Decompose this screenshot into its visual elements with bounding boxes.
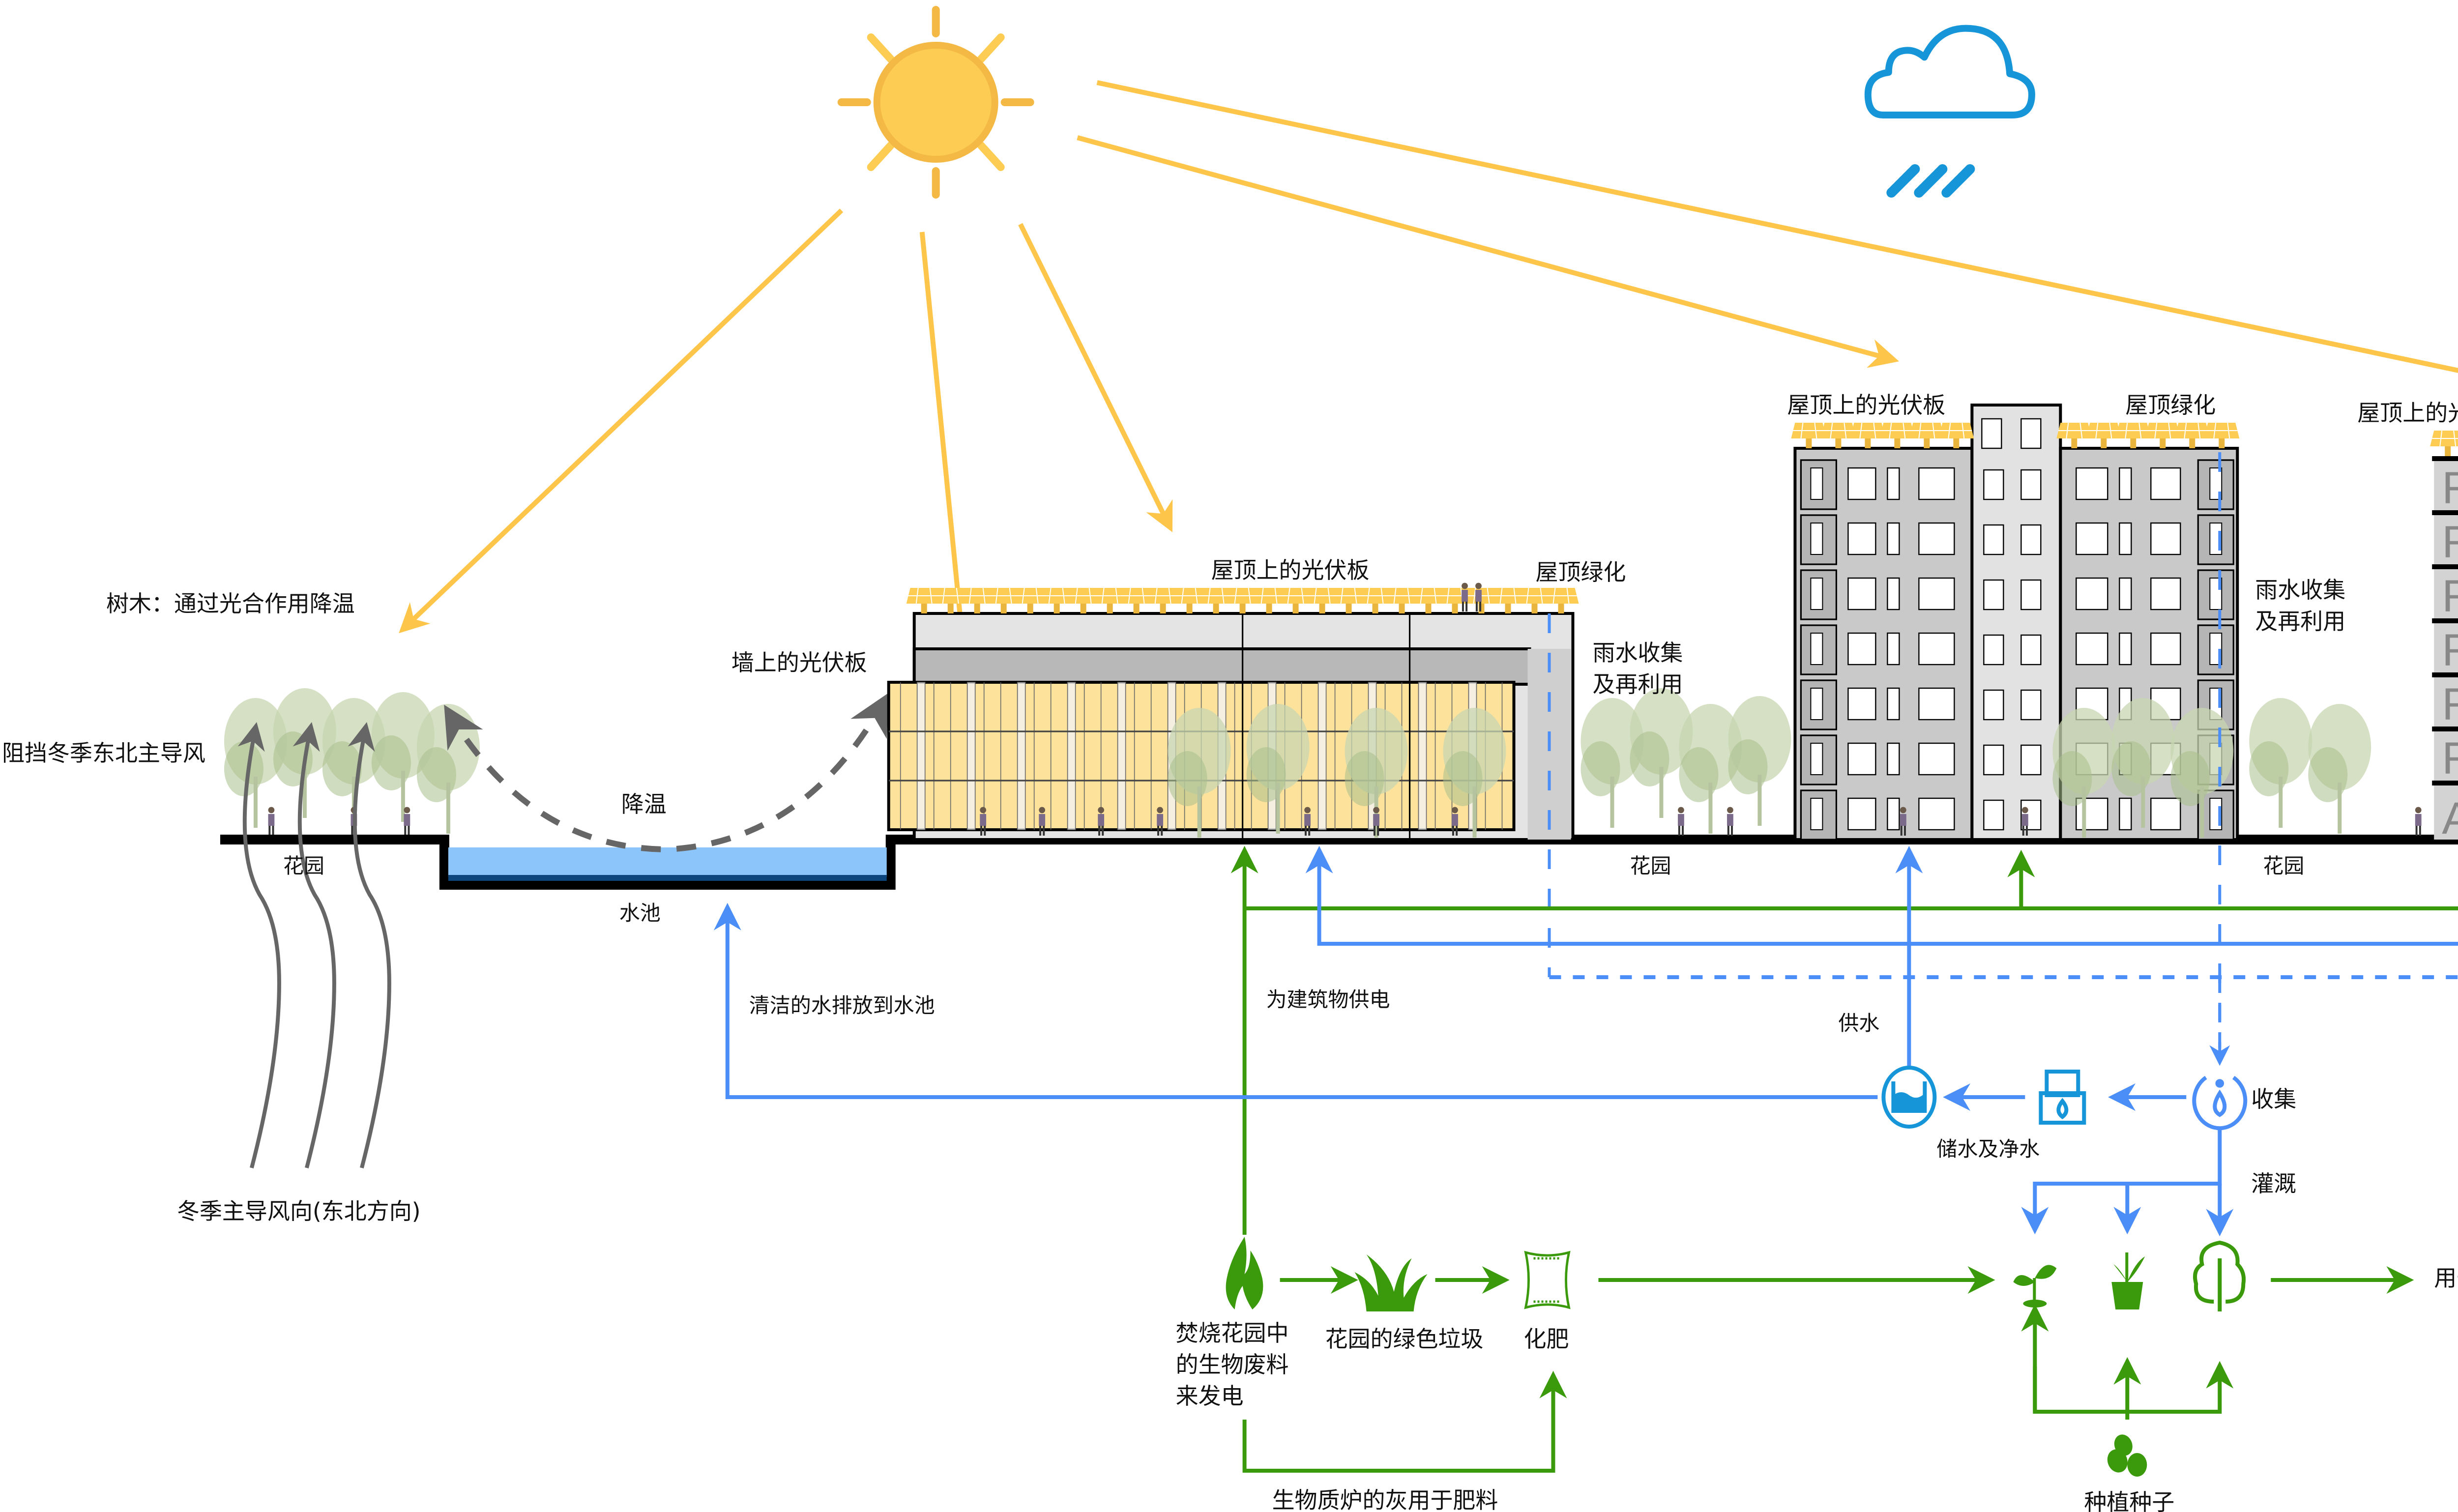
residential-floor-label: RESIDENTIAL — [2442, 679, 2458, 729]
flame-icon — [1226, 1237, 1263, 1309]
label-biomass-3: 来发电 — [1176, 1383, 1244, 1409]
water-drop-icon — [2192, 1076, 2248, 1131]
pv-panel-icon — [1908, 422, 1946, 449]
label-green-waste: 花园的绿色垃圾 — [1325, 1326, 1484, 1352]
ray-to-roof-2 — [1077, 135, 1899, 368]
pv-panel-icon — [1937, 422, 1975, 449]
residential-floor-label: RESIDENTIAL — [2442, 517, 2458, 567]
pv-panel-icon — [2144, 422, 2182, 449]
winter-wind-arrows — [237, 722, 391, 1169]
label-b1-roof-pv: 屋顶上的光伏板 — [1211, 557, 1370, 583]
pv-panel-icon — [2429, 430, 2458, 457]
label-b2-rain-2: 及再利用 — [2255, 608, 2345, 635]
pv-panel-icon — [2085, 422, 2123, 449]
label-irrigation: 灌溉 — [2251, 1170, 2296, 1197]
ray-to-roof-1 — [1018, 223, 1173, 532]
label-water-supply: 供水 — [1838, 1011, 1879, 1035]
pv-panel-icon — [1849, 422, 1887, 449]
label-trees-cooling: 树木：通过光合作用降温 — [106, 590, 355, 617]
cloud-rain-icon — [1864, 25, 2035, 198]
sun-rays — [399, 80, 2458, 674]
seedling-icon — [2013, 1265, 2057, 1308]
label-biomass-2: 的生物废料 — [1176, 1351, 1289, 1378]
pond — [448, 847, 887, 881]
pv-panel-icon — [1790, 422, 1828, 449]
ray-to-trees — [399, 208, 844, 634]
pv-panel-icon — [1819, 422, 1857, 449]
pv-panel-icon — [1878, 422, 1916, 449]
label-b1-rain-1: 雨水收集 — [1592, 640, 1683, 666]
label-b1-roof-green: 屋顶绿化 — [1536, 559, 1626, 585]
label-block-wind: 阻挡冬季东北主导风 — [2, 740, 205, 766]
water-supply-lines — [713, 845, 2458, 1237]
label-power-buildings: 为建筑物供电 — [1266, 988, 1390, 1012]
label-b1-rain-2: 及再利用 — [1592, 671, 1683, 698]
garden-trees-left — [224, 688, 480, 836]
label-garden-right: 花园 — [2263, 854, 2304, 878]
residential-floor-label: RESIDENTIAL — [2442, 571, 2458, 621]
label-garden-mid: 花园 — [1630, 854, 1671, 878]
label-collect: 收集 — [2251, 1086, 2296, 1112]
roof-pv-panels-3 — [2429, 430, 2458, 457]
water-storage-icon — [1881, 1066, 1937, 1129]
building-1-office — [887, 582, 1580, 841]
label-clean-water: 清洁的水排放到水池 — [749, 993, 935, 1018]
label-cooling: 降温 — [621, 791, 667, 817]
label-wall-pv: 墙上的光伏板 — [732, 649, 867, 676]
label-b2-roof-green: 屋顶绿化 — [2125, 392, 2216, 418]
pv-panel-icon — [2203, 422, 2241, 449]
pv-panel-icon — [2173, 422, 2211, 449]
water-purifier-icon — [2039, 1070, 2086, 1125]
label-garden-left: 花园 — [283, 854, 324, 878]
grass-icon — [1354, 1254, 1428, 1311]
label-b2-roof-pv: 屋顶上的光伏板 — [1787, 392, 1945, 418]
label-b3-roof-pv: 屋顶上的光伏板 — [2357, 400, 2458, 426]
building-3-residential: RESIDENTIAL RESIDENTIAL RESIDENTIAL RESIDEN… — [2429, 430, 2458, 843]
label-winter-wind: 冬季主导风向(东北方向) — [177, 1198, 421, 1224]
label-storage-purify: 储水及净水 — [1936, 1137, 2040, 1161]
biomass-cycle-lines — [1242, 1266, 2414, 1473]
pv-panel-icon — [2114, 422, 2152, 449]
garden-trees-mid — [1580, 688, 1791, 836]
pv-panel-icon — [1542, 587, 1580, 614]
cooling-airflow-arrow — [444, 693, 889, 853]
residential-floor-label: RESIDENTIAL — [2442, 625, 2458, 675]
residential-floor-label: RESIDENTIAL — [2442, 463, 2458, 513]
activity-space-label: ACTIVITY SPACE — [2442, 793, 2458, 843]
label-b2-rain-1: 雨水收集 — [2255, 577, 2345, 603]
tree-icon — [2193, 1240, 2246, 1311]
labels: 树木：通过光合作用降温 阻挡冬季东北主导风 降温 花园 水池 冬季主导风向(东北… — [2, 392, 2458, 1512]
ray-to-roof-3 — [1096, 80, 2458, 373]
label-pond: 水池 — [619, 901, 661, 925]
fertilizer-bag-icon — [1524, 1250, 1571, 1309]
label-plants-use: 用于花园和市场的植物 — [2434, 1265, 2458, 1291]
sun-icon — [837, 6, 1034, 199]
label-ash-fertilizer: 生物质炉的灰用于肥料 — [1272, 1487, 1498, 1512]
residential-floor-label: RESIDENTIAL — [2442, 733, 2458, 784]
potted-plant-icon — [2111, 1252, 2145, 1309]
label-biomass-1: 焚烧花园中 — [1176, 1320, 1289, 1346]
seeds-icon — [2107, 1434, 2147, 1477]
label-seeds: 种植种子 — [2084, 1489, 2174, 1512]
label-fertilizer: 化肥 — [1524, 1326, 1569, 1352]
building-2-tower — [1790, 404, 2422, 841]
